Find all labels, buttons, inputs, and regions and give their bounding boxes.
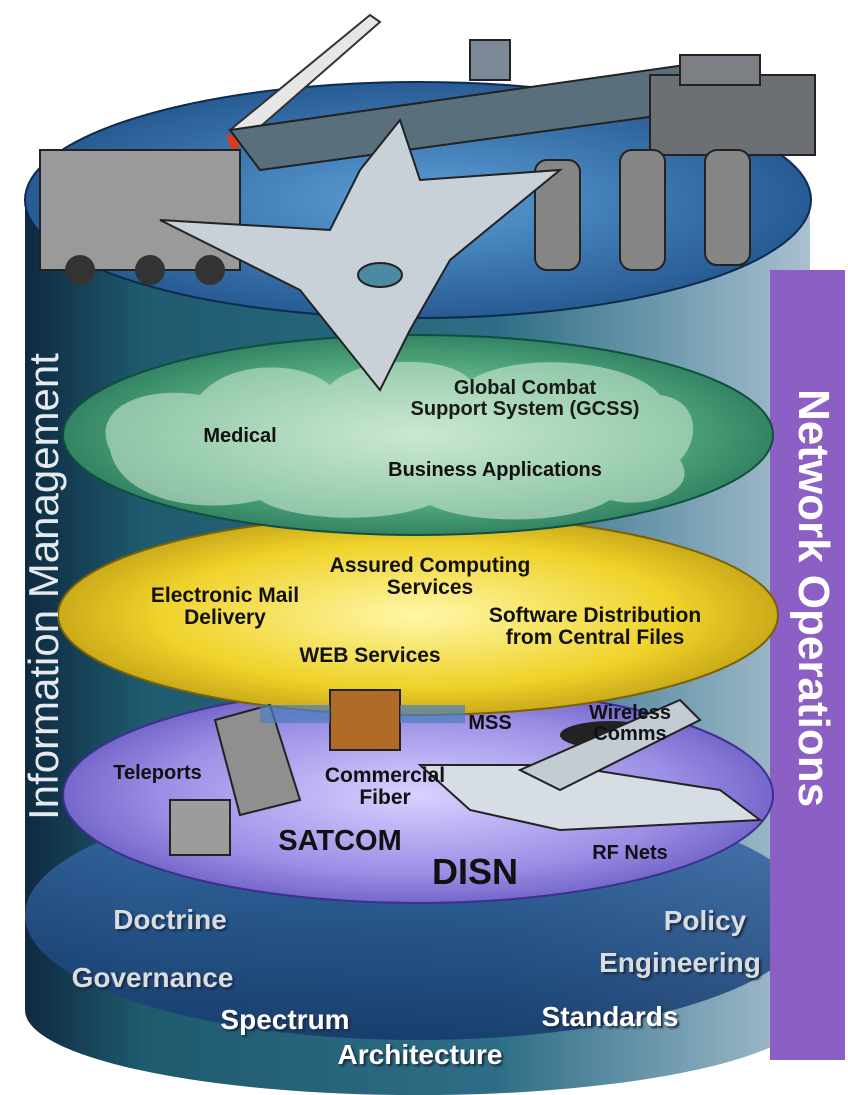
- standards-label: Standards: [541, 1001, 679, 1032]
- disn-label: DISN: [431, 851, 518, 892]
- doctrine-label: Doctrine: [113, 904, 227, 935]
- wireless-comms-label: Wireless Comms: [588, 702, 672, 745]
- email-delivery-label: Electronic Mail Delivery: [150, 584, 300, 630]
- architecture-label: Architecture: [337, 1039, 503, 1070]
- network-operations-label: Network Operations: [789, 388, 838, 808]
- engineering-label: Engineering: [599, 947, 761, 978]
- web-services-label: WEB Services: [299, 644, 441, 667]
- fighter-jet-icon: [159, 117, 564, 392]
- satellite-icon: [260, 689, 465, 751]
- assured-computing-label: Assured Computing Services: [329, 554, 531, 600]
- applications-cloud: [105, 361, 694, 520]
- teleports-label: Teleports: [113, 762, 202, 784]
- governance-label: Governance: [71, 962, 234, 993]
- gcss-label: Global Combat Support System (GCSS): [410, 377, 640, 420]
- satcom-label: SATCOM: [278, 825, 402, 857]
- business-applications-label: Business Applications: [388, 459, 602, 481]
- software-distribution-label: Software Distribution from Central Files: [488, 604, 702, 650]
- rf-nets-label: RF Nets: [592, 842, 668, 864]
- policy-label: Policy: [663, 905, 747, 936]
- spectrum-label: Spectrum: [220, 1004, 350, 1035]
- satellite-dish-icon: [169, 703, 302, 856]
- medical-label: Medical: [203, 425, 277, 447]
- network-operations-bar: [770, 270, 845, 1060]
- soldiers-icon: [534, 149, 751, 271]
- awacs-plane-icon: [417, 698, 763, 832]
- missile-launcher-icon: [39, 149, 241, 285]
- commercial-fiber-label: Commercial Fiber: [324, 764, 446, 810]
- information-management-label: Information Management: [20, 353, 67, 820]
- tank-icon: [649, 54, 816, 156]
- mss-label: MSS: [468, 712, 512, 734]
